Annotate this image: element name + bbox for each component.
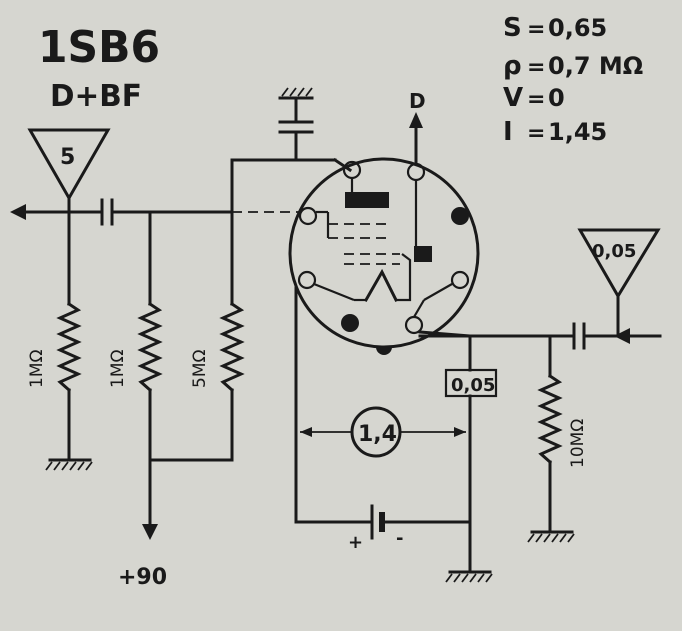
resistor-r2	[137, 301, 163, 393]
resistor-r1-label: 1MΩ	[27, 350, 47, 388]
ground-icon	[445, 570, 493, 583]
output-arrow-icon	[10, 204, 26, 220]
supply-label: +90	[118, 565, 167, 590]
spec-eq-v: =	[527, 87, 545, 112]
spec-symbol-i: I	[503, 117, 513, 147]
vacuum-tube	[288, 157, 480, 355]
battery	[370, 504, 385, 540]
input-arrow-icon	[614, 328, 630, 344]
spec-eq-s: =	[527, 17, 545, 42]
spec-eq-rho: =	[527, 55, 545, 80]
resistor-r3-label: 5MΩ	[190, 350, 210, 388]
gain-left-value: 5	[60, 145, 75, 170]
filament-voltage-indicator: 1,4	[300, 406, 466, 458]
spec-symbol-v: V	[503, 83, 523, 113]
gain-triangle-right: 0,05	[577, 228, 661, 299]
spec-symbol-s: S	[503, 13, 522, 43]
diode-arrow-icon	[409, 112, 423, 128]
ground-icon	[45, 458, 93, 471]
gain-triangle-left: 5	[27, 128, 111, 202]
spec-value-rho: 0,7 MΩ	[548, 52, 643, 80]
battery-plus: +	[348, 532, 363, 553]
plate-capacitor: 0,05	[444, 368, 498, 398]
spec-value-i: 1,45	[548, 118, 607, 146]
battery-minus: -	[396, 528, 403, 549]
tube-type: 1SB6	[38, 22, 160, 73]
tube-function: D+BF	[50, 79, 142, 114]
resistor-r2-label: 1MΩ	[108, 350, 128, 388]
spec-symbol-rho: ρ	[503, 51, 522, 81]
spec-value-s: 0,65	[548, 14, 607, 42]
spec-value-v: 0	[548, 84, 565, 112]
resistor-r3	[219, 301, 245, 393]
supply-arrow-icon	[142, 524, 158, 540]
ground-icon	[278, 87, 314, 100]
ground-icon	[527, 530, 575, 543]
gain-right-value: 0,05	[592, 241, 636, 262]
resistor-r4	[537, 373, 563, 465]
resistor-r1	[56, 301, 82, 393]
specs-table: S = 0,65 ρ = 0,7 MΩ V = 0 I = 1,45	[503, 13, 643, 147]
spec-eq-i: =	[527, 121, 545, 146]
plate-capacitor-label: 0,05	[451, 375, 495, 396]
diode-label: D	[409, 89, 426, 113]
filament-label: 1,4	[358, 422, 397, 447]
resistor-r4-label: 10MΩ	[568, 419, 588, 468]
